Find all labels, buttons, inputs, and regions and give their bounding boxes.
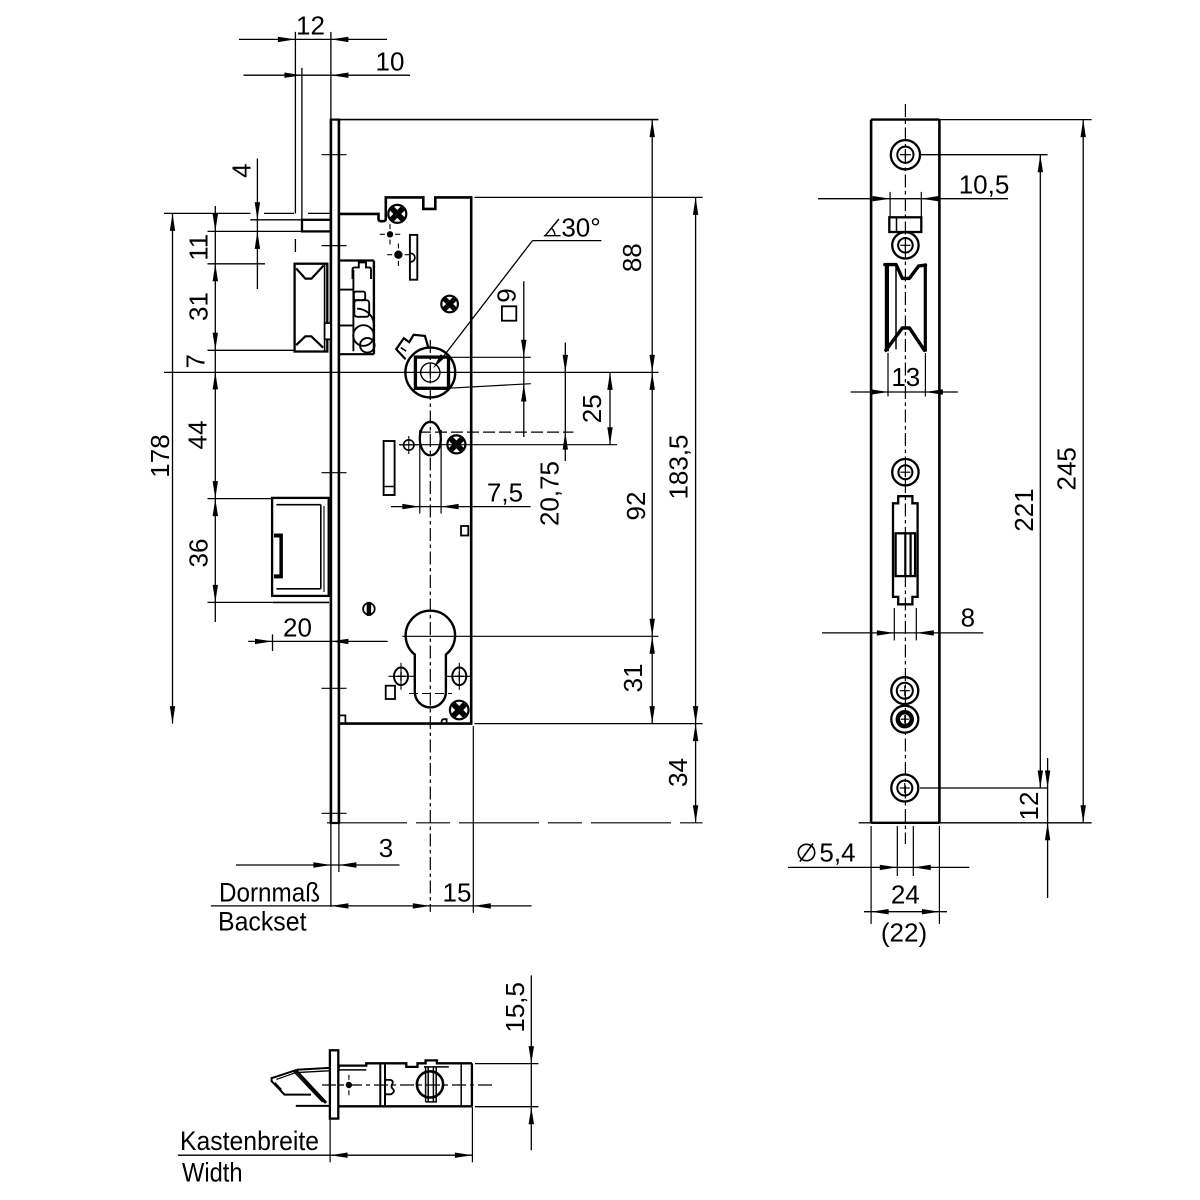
svg-text:12: 12 bbox=[1014, 792, 1044, 821]
svg-text:7,5: 7,5 bbox=[487, 478, 523, 508]
svg-text:Width: Width bbox=[182, 1158, 243, 1188]
svg-text:12: 12 bbox=[296, 11, 325, 41]
svg-text:88: 88 bbox=[617, 243, 647, 272]
svg-text:245: 245 bbox=[1051, 447, 1081, 490]
svg-text:Kastenbreite: Kastenbreite bbox=[180, 1126, 319, 1156]
svg-text:92: 92 bbox=[621, 492, 651, 521]
svg-text:7: 7 bbox=[180, 354, 210, 368]
svg-text:5,4: 5,4 bbox=[819, 838, 855, 868]
svg-text:221: 221 bbox=[1009, 488, 1039, 531]
svg-text:Dornmaß: Dornmaß bbox=[219, 877, 320, 907]
svg-text:3: 3 bbox=[379, 833, 393, 863]
svg-text:9: 9 bbox=[492, 288, 522, 302]
svg-text:44: 44 bbox=[183, 421, 213, 450]
svg-text:10,5: 10,5 bbox=[959, 170, 1010, 200]
svg-text:30°: 30° bbox=[561, 213, 600, 243]
svg-text:Backset: Backset bbox=[218, 906, 307, 936]
svg-text:178: 178 bbox=[145, 434, 175, 477]
svg-text:15,5: 15,5 bbox=[500, 982, 530, 1033]
svg-text:36: 36 bbox=[184, 539, 214, 568]
svg-text:(22): (22) bbox=[881, 918, 927, 948]
svg-text:24: 24 bbox=[891, 880, 920, 910]
svg-text:183,5: 183,5 bbox=[663, 434, 693, 499]
svg-text:11: 11 bbox=[184, 234, 214, 261]
svg-text:10: 10 bbox=[376, 47, 405, 77]
svg-text:31: 31 bbox=[184, 292, 214, 321]
svg-text:31: 31 bbox=[618, 663, 648, 692]
svg-text:4: 4 bbox=[227, 163, 257, 177]
svg-text:8: 8 bbox=[961, 603, 975, 633]
svg-text:34: 34 bbox=[663, 758, 693, 787]
svg-text:20: 20 bbox=[283, 612, 312, 642]
svg-text:25: 25 bbox=[577, 394, 607, 423]
svg-text:20,75: 20,75 bbox=[535, 461, 565, 526]
svg-text:15: 15 bbox=[443, 878, 472, 908]
svg-text:13: 13 bbox=[891, 362, 920, 392]
